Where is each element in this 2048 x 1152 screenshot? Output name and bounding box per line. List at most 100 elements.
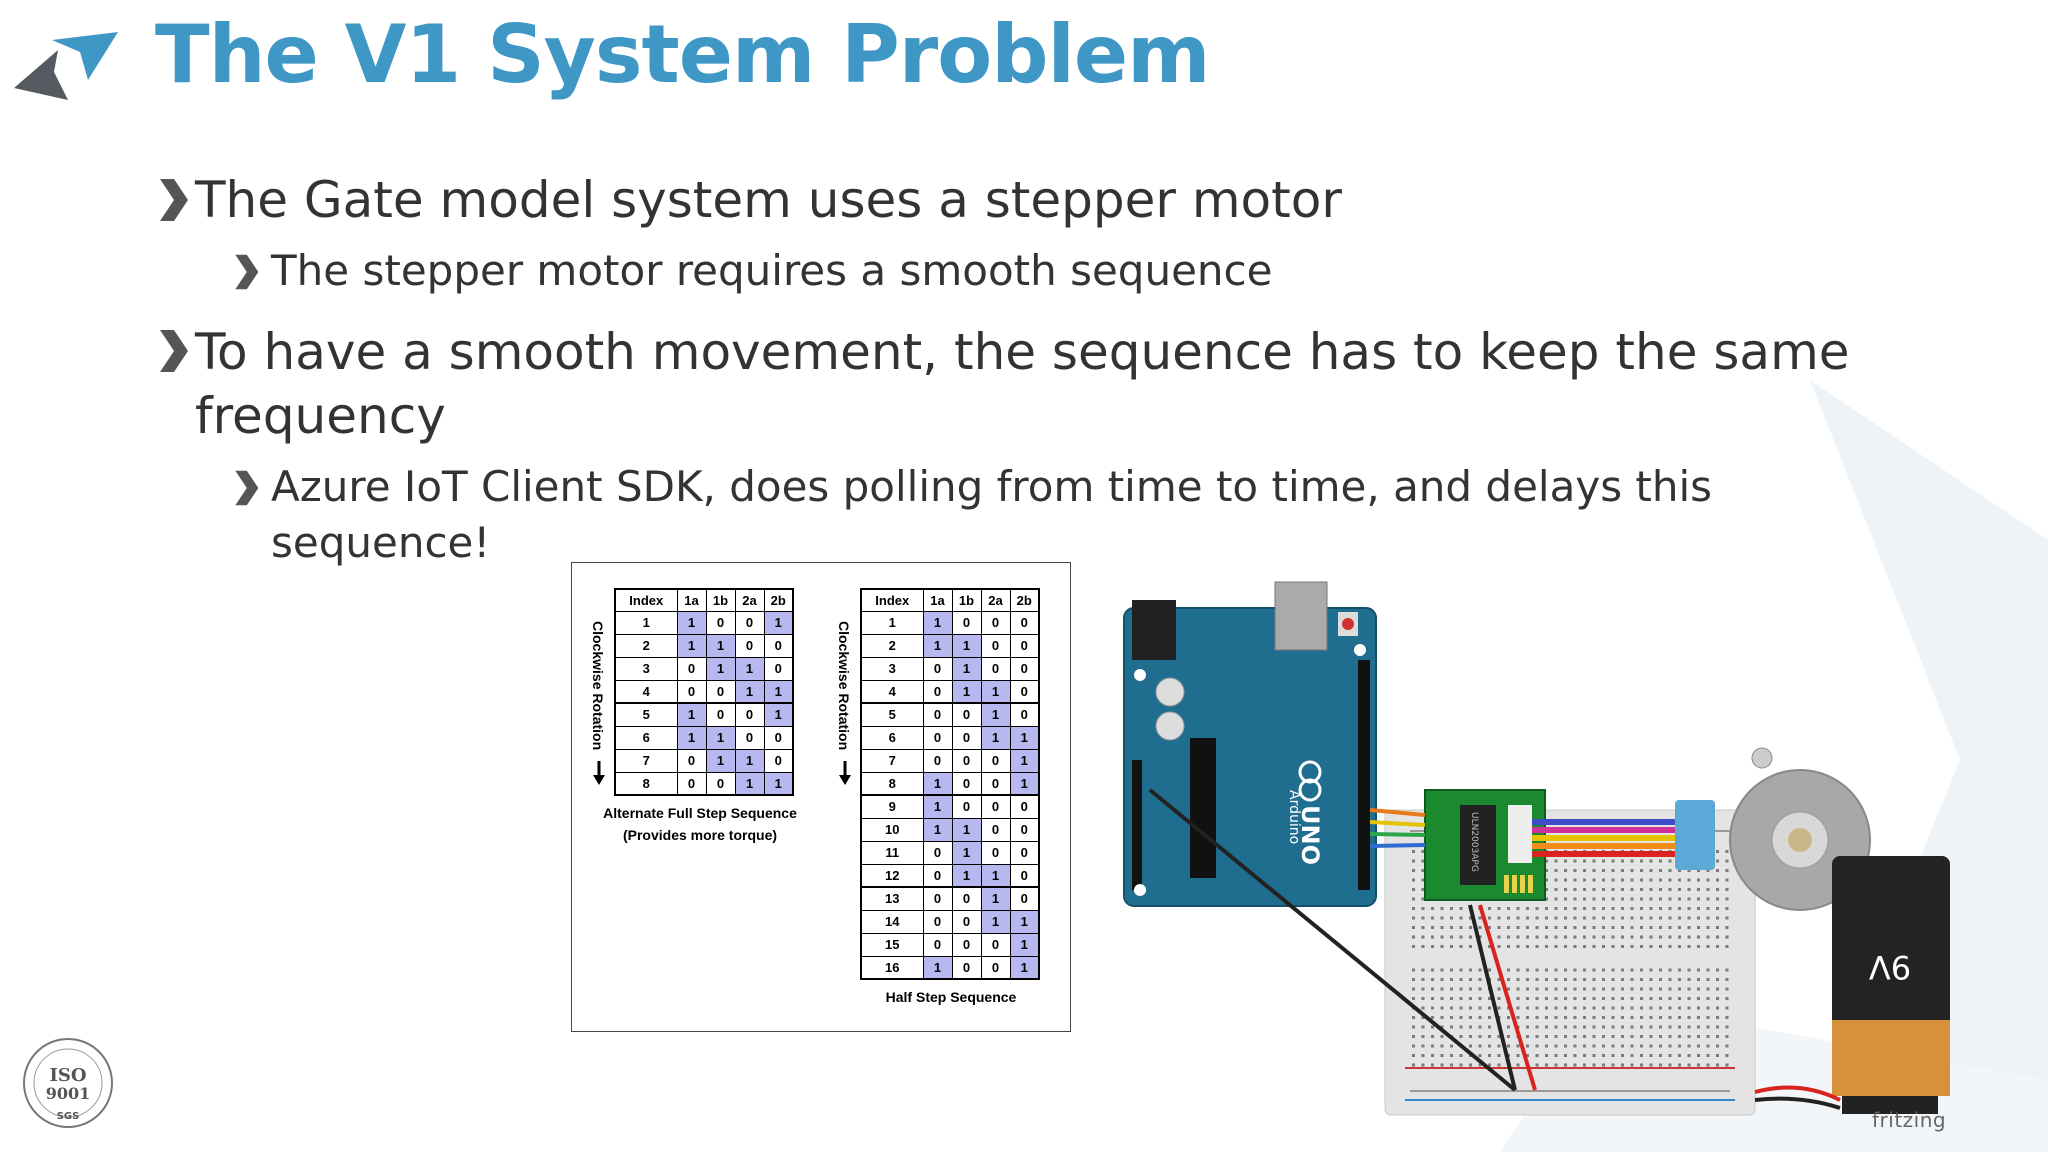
table-header-cell: 1a [676,588,707,612]
bullet-4-line-1: Azure IoT Client SDK, does polling from … [271,462,1713,511]
sgs-text: SGS [57,1111,80,1122]
table-cell: 0 [1009,840,1040,865]
full-step-rotation-label: Clockwise Rotation [590,621,606,751]
iso-number: 9001 [46,1084,91,1103]
table-cell: 1 [734,771,765,796]
table-cell: 0 [1009,817,1040,842]
table-cell: 0 [763,748,794,773]
table-cell: 0 [705,679,736,704]
table-cell: 1 [676,702,707,727]
table-cell: 0 [922,725,953,750]
table-header-cell: 2a [734,588,765,612]
table-cell: 15 [860,932,924,957]
table-cell: 1 [1009,748,1040,773]
table-cell: 1 [951,633,982,658]
table-cell: 0 [951,725,982,750]
table-cell: 0 [951,702,982,727]
table-cell: 6 [860,725,924,750]
table-cell: 0 [676,679,707,704]
table-cell: 0 [734,725,765,750]
table-cell: 1 [763,679,794,704]
table-cell: 14 [860,909,924,934]
table-cell: 1 [922,817,953,842]
table-cell: 5 [860,702,924,727]
table-cell: 1 [1009,771,1040,796]
table-cell: 1 [734,748,765,773]
table-cell: 3 [860,656,924,681]
table-cell: 0 [763,656,794,681]
table-cell: 0 [705,610,736,635]
bullet-chevron-icon [160,179,188,221]
table-cell: 1 [705,748,736,773]
arrow-down-icon [593,761,605,785]
bullet-chevron-icon [160,330,188,372]
table-cell: 0 [980,656,1011,681]
table-cell: 0 [951,932,982,957]
table-cell: 0 [1009,633,1040,658]
table-cell: 7 [860,748,924,773]
table-cell: 0 [734,610,765,635]
table-cell: 1 [705,656,736,681]
table-cell: 0 [980,748,1011,773]
table-cell: 1 [922,771,953,796]
table-cell: 1 [951,840,982,865]
table-cell: 2 [860,633,924,658]
table-header-cell: Index [614,588,678,612]
table-cell: 1 [1009,932,1040,957]
table-cell: 0 [980,817,1011,842]
table-cell: 0 [676,656,707,681]
table-header-cell: 2b [1009,588,1040,612]
9v-battery: 9V [1832,856,1950,1114]
table-cell: 0 [1009,679,1040,704]
table-cell: 0 [922,702,953,727]
table-cell: 1 [734,656,765,681]
table-cell: 0 [1009,794,1040,819]
table-cell: 0 [951,748,982,773]
table-cell: 12 [860,863,924,888]
table-cell: 0 [922,748,953,773]
table-cell: 1 [980,886,1011,911]
table-cell: 1 [922,633,953,658]
table-cell: 0 [980,610,1011,635]
driver-chip-label: ULN2003APG [1469,812,1479,872]
table-cell: 0 [734,702,765,727]
table-cell: 1 [951,863,982,888]
table-cell: 0 [951,886,982,911]
table-cell: 1 [980,909,1011,934]
bullet-3-line-1: To have a smooth movement, the sequence … [195,323,1850,381]
table-cell: 1 [763,771,794,796]
table-cell: 7 [614,748,678,773]
board-brand-label: Arduino [1286,790,1302,844]
full-step-caption-1: Alternate Full Step Sequence [603,805,797,821]
table-cell: 0 [951,794,982,819]
table-cell: 0 [1009,610,1040,635]
table-cell: 0 [763,633,794,658]
full-step-caption-2: (Provides more torque) [622,827,778,843]
table-cell: 1 [763,610,794,635]
table-cell: 16 [860,955,924,980]
half-step-rotation-label: Clockwise Rotation [836,621,852,751]
table-cell: 0 [980,633,1011,658]
table-cell: 9 [860,794,924,819]
table-cell: 11 [860,840,924,865]
table-cell: 4 [614,679,678,704]
table-cell: 8 [614,771,678,796]
slide-title: The V1 System Problem [155,8,1211,101]
table-cell: 0 [922,909,953,934]
